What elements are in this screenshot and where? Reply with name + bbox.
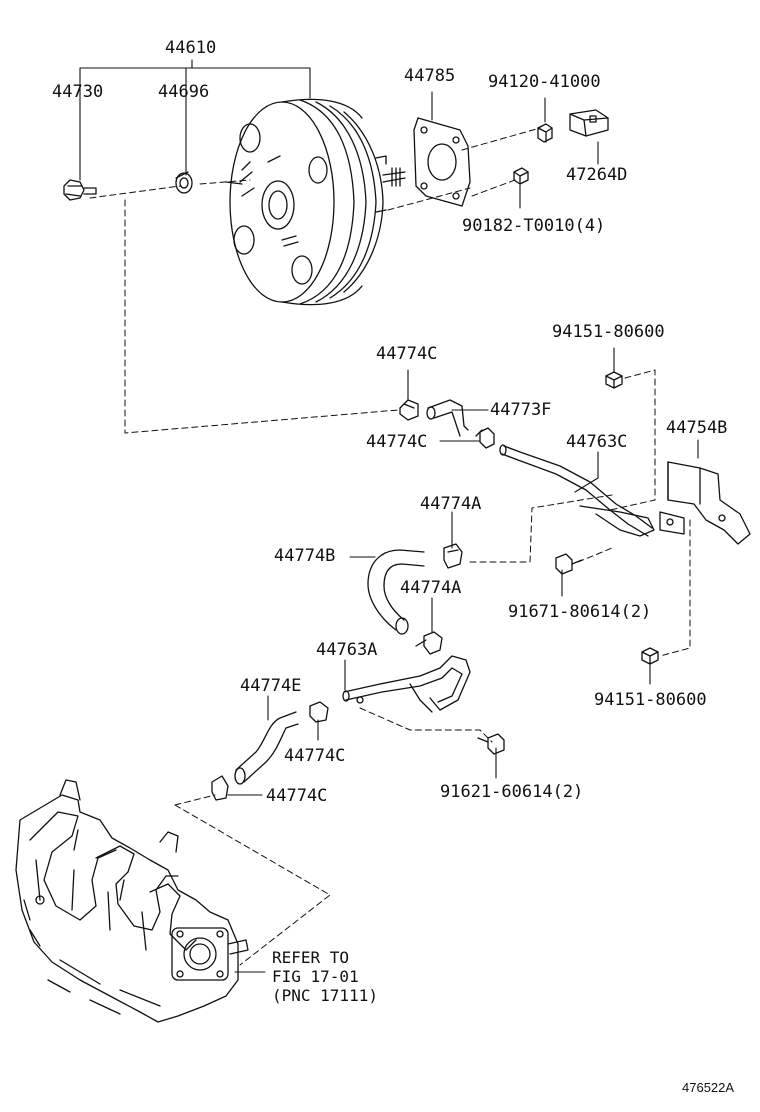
clamp-44774c-upper (399, 399, 419, 421)
clamp-44774a-second (415, 631, 443, 655)
label-44774c-upper: 44774C (376, 344, 438, 364)
label-44774c-second: 44774C (366, 432, 428, 452)
bolt-91621 (477, 733, 505, 755)
label-44763a: 44763A (316, 640, 378, 660)
check-valve (63, 179, 97, 201)
label-44774c-fourth: 44774C (266, 786, 328, 806)
label-91621-60614: 91621-60614(2) (440, 782, 584, 802)
intake-manifold (15, 779, 249, 1023)
nut-94120 (537, 123, 553, 143)
nut-90182 (513, 167, 529, 185)
hose-44774b (367, 549, 425, 635)
bracket-44754b (659, 461, 751, 545)
label-44730: 44730 (52, 82, 104, 102)
label-44774a-upper: 44774A (420, 494, 482, 514)
label-44774c-third: 44774C (284, 746, 346, 766)
bolt-91671 (555, 553, 583, 575)
label-44774e: 44774E (240, 676, 302, 696)
label-44773f: 44773F (490, 400, 552, 420)
clamp-44774a-upper (443, 543, 463, 569)
label-44774a-second: 44774A (400, 578, 462, 598)
refer-note-line1: REFER TO (272, 948, 350, 967)
label-44774b: 44774B (274, 546, 336, 566)
hose-44773f (426, 399, 469, 437)
pipe-44763a (342, 655, 471, 713)
hose-44774e (234, 711, 299, 785)
gasket (413, 117, 471, 207)
label-90182-t0010: 90182-T0010(4) (462, 216, 606, 236)
brake-booster (225, 98, 406, 306)
label-94151-80600-upper: 94151-80600 (552, 322, 665, 342)
label-44785: 44785 (404, 66, 456, 86)
label-44610: 44610 (165, 38, 217, 58)
label-44696: 44696 (158, 82, 210, 102)
refer-note-line3: (PNC 17111) (272, 986, 378, 1005)
label-91671-80614: 91671-80614(2) (508, 602, 652, 622)
grommet (175, 171, 193, 194)
nut-94151-upper (605, 371, 623, 389)
leader-lines (79, 59, 699, 973)
label-44754b: 44754B (666, 418, 728, 438)
dashed-lines (89, 127, 691, 966)
pipe-44763c (499, 444, 655, 537)
clamp-44774c-second (475, 427, 495, 449)
clamp-44774c-third (309, 701, 329, 723)
label-94151-80600-lower: 94151-80600 (594, 690, 707, 710)
clamp-44774c-fourth (211, 775, 229, 801)
label-47264d: 47264D (566, 165, 628, 185)
figure-id: 476522A (682, 1080, 735, 1095)
refer-note-line2: FIG 17-01 (272, 967, 359, 986)
label-94120-41000: 94120-41000 (488, 72, 601, 92)
label-44763c: 44763C (566, 432, 628, 452)
nut-94151-lower (641, 647, 659, 665)
bracket-47264d (569, 109, 609, 137)
